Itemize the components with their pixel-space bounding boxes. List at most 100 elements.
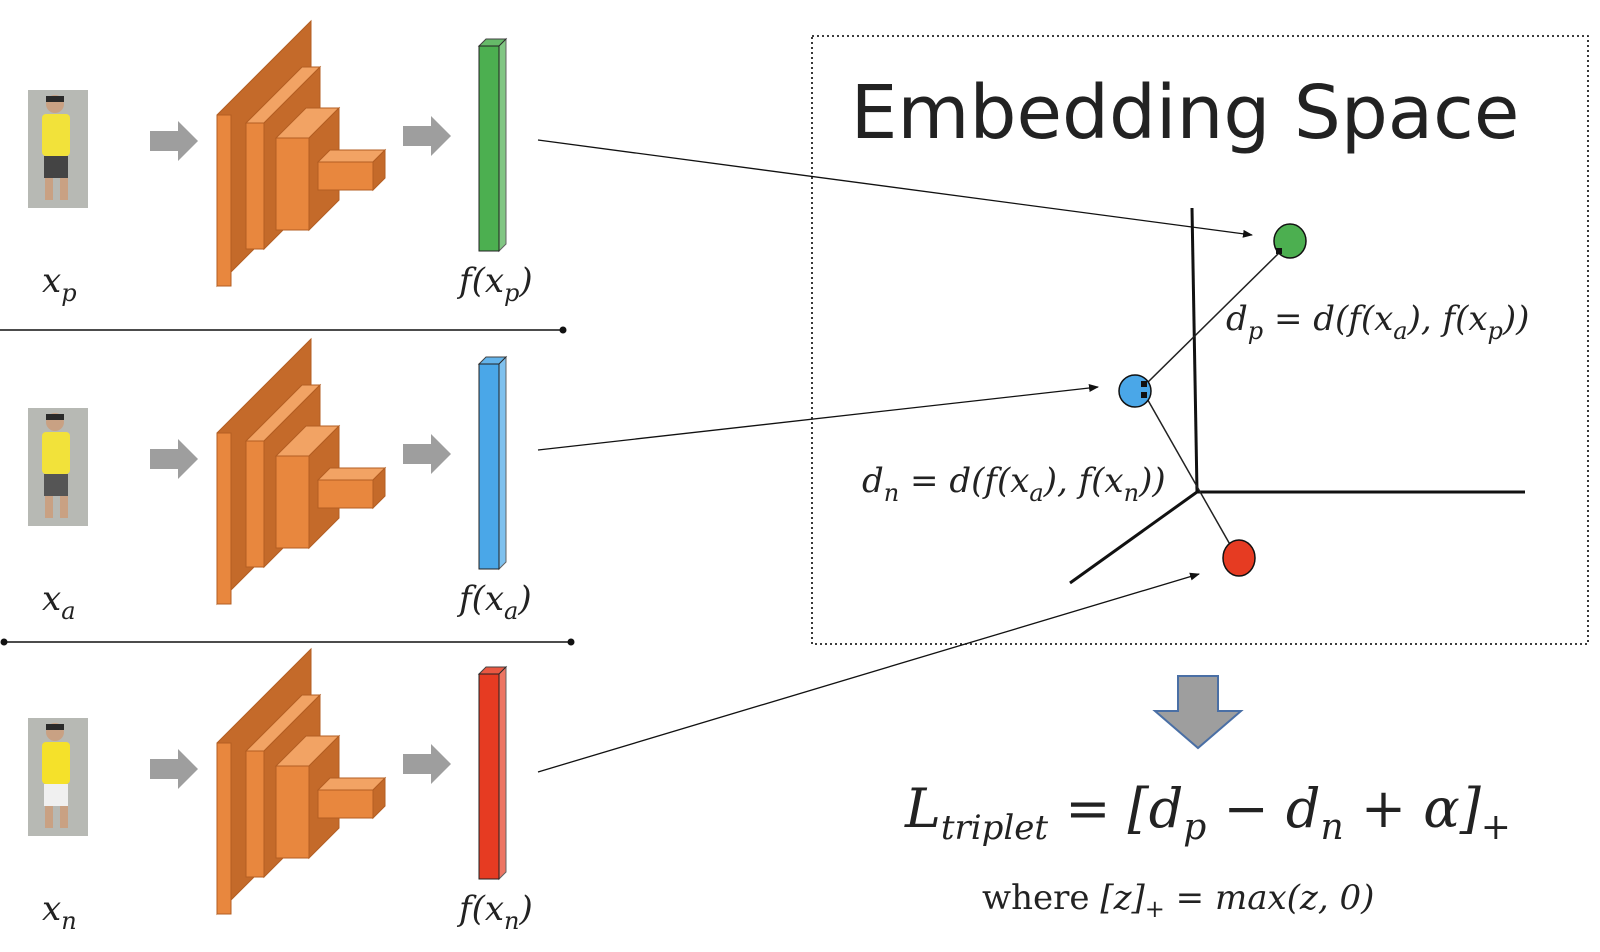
- anchor-endpoint-marker-2: [1141, 392, 1147, 398]
- mapping-arrow-anchor: [537, 384, 1099, 451]
- mapping-arrow-positive: [537, 139, 1253, 238]
- axis-depth: [1069, 490, 1198, 585]
- output-label-subscript: n: [504, 907, 519, 935]
- cnn-network-anchor: [216, 337, 387, 606]
- positive-endpoint-marker: [1276, 248, 1282, 254]
- row-divider-2-start: [0, 638, 8, 646]
- input-label-subscript: a: [61, 597, 75, 625]
- row-divider-1-end: [559, 326, 567, 334]
- input-label-main: x: [42, 261, 61, 301]
- embedding-point-anchor: [1118, 374, 1152, 408]
- person-thumbnail-anchor: [28, 408, 88, 526]
- person-leg-right: [60, 496, 68, 518]
- down-arrow-icon: [1152, 675, 1244, 750]
- feature-vector-front: [478, 363, 500, 570]
- feature-vector-front: [478, 45, 500, 252]
- embedding-space-border: [811, 35, 1589, 645]
- output-label-suffix: ): [518, 261, 532, 301]
- input-label-negative: xn: [42, 889, 77, 935]
- output-label-prefix: f(x: [456, 889, 504, 929]
- person-shirt: [42, 114, 70, 156]
- feature-vector-negative: [477, 665, 508, 881]
- person-shirt: [42, 432, 70, 474]
- person-thumbnail-negative: [28, 718, 88, 836]
- input-label-main: x: [42, 579, 61, 619]
- cnn-layer-4: [316, 776, 387, 820]
- input-label-anchor: xa: [42, 579, 76, 625]
- person-pants: [44, 474, 68, 496]
- cnn-layer-2-front: [245, 750, 265, 878]
- feature-vector-anchor: [477, 355, 508, 571]
- output-label-positive: f(xp): [456, 261, 533, 307]
- person-hair: [46, 96, 64, 102]
- feature-vector-side: [498, 355, 507, 571]
- person-leg-left: [45, 178, 53, 200]
- anchor-endpoint-marker-1: [1141, 381, 1147, 387]
- input-label-subscript: n: [61, 907, 76, 935]
- output-label-subscript: p: [504, 279, 519, 307]
- mapping-arrow-negative: [537, 572, 1200, 773]
- feature-vector-side: [498, 665, 507, 881]
- cnn-layer-2-front: [245, 122, 265, 250]
- feature-vector-positive: [477, 37, 508, 253]
- cnn-layer-4: [316, 148, 387, 192]
- cnn-network-negative: [216, 647, 387, 916]
- person-leg-left: [45, 496, 53, 518]
- output-label-anchor: f(xa): [456, 579, 532, 625]
- person-leg-right: [60, 178, 68, 200]
- person-leg-left: [45, 806, 53, 828]
- embedding-point-negative: [1222, 539, 1256, 577]
- cnn-layer-3-front: [275, 765, 310, 859]
- person-pants: [44, 784, 68, 806]
- output-label-prefix: f(x: [456, 261, 504, 301]
- cnn-layer-3: [274, 106, 341, 232]
- gray-arrow-icon: [150, 121, 198, 161]
- gray-arrow-icon: [150, 749, 198, 789]
- output-label-prefix: f(x: [456, 579, 504, 619]
- cnn-layer-1-front: [216, 432, 232, 605]
- cnn-layer-3-front: [275, 137, 310, 231]
- dp-formula: dp = d(f(xa), f(xp)): [1226, 299, 1529, 345]
- gray-arrow-icon: [403, 116, 451, 156]
- output-label-suffix: ): [517, 579, 531, 619]
- feature-vector-front: [478, 673, 500, 880]
- input-label-subscript: p: [61, 279, 76, 307]
- output-label-subscript: a: [504, 597, 518, 625]
- cnn-layer-3: [274, 424, 341, 550]
- person-thumbnail-positive: [28, 90, 88, 208]
- person-pants: [44, 156, 68, 178]
- dn-formula: dn = d(f(xa), f(xn)): [862, 461, 1166, 507]
- cnn-layer-4: [316, 466, 387, 510]
- distance-line-positive: [1144, 249, 1283, 386]
- cnn-layer-4-front: [317, 161, 374, 191]
- gray-arrow-icon: [403, 434, 451, 474]
- row-divider-2-end: [567, 638, 575, 646]
- cnn-layer-1-front: [216, 742, 232, 915]
- where-clause: where [z]+ = max(z, 0): [982, 878, 1374, 923]
- person-hair: [46, 414, 64, 420]
- distance-line-negative: [1144, 394, 1233, 549]
- gray-arrow-icon: [150, 439, 198, 479]
- person-shirt: [42, 742, 70, 784]
- embedding-space-title: Embedding Space: [851, 70, 1520, 156]
- output-label-negative: f(xn): [456, 889, 533, 935]
- cnn-layer-4-front: [317, 479, 374, 509]
- embedding-space-panel: Embedding Space dp = d(f(xa), f(xp)) dn …: [811, 35, 1589, 645]
- output-label-suffix: ): [519, 889, 533, 929]
- cnn-layer-1-front: [216, 114, 232, 287]
- input-label-main: x: [42, 889, 61, 929]
- person-leg-right: [60, 806, 68, 828]
- cnn-network-positive: [216, 19, 387, 288]
- person-hair: [46, 724, 64, 730]
- cnn-layer-3-front: [275, 455, 310, 549]
- input-label-positive: xp: [42, 261, 77, 307]
- axis-vertical: [1190, 207, 1199, 493]
- gray-arrow-icon: [403, 744, 451, 784]
- loss-formula: Ltriplet = [dp − dn + α]+: [904, 777, 1511, 848]
- feature-vector-side: [498, 37, 507, 253]
- cnn-layer-2-front: [245, 440, 265, 568]
